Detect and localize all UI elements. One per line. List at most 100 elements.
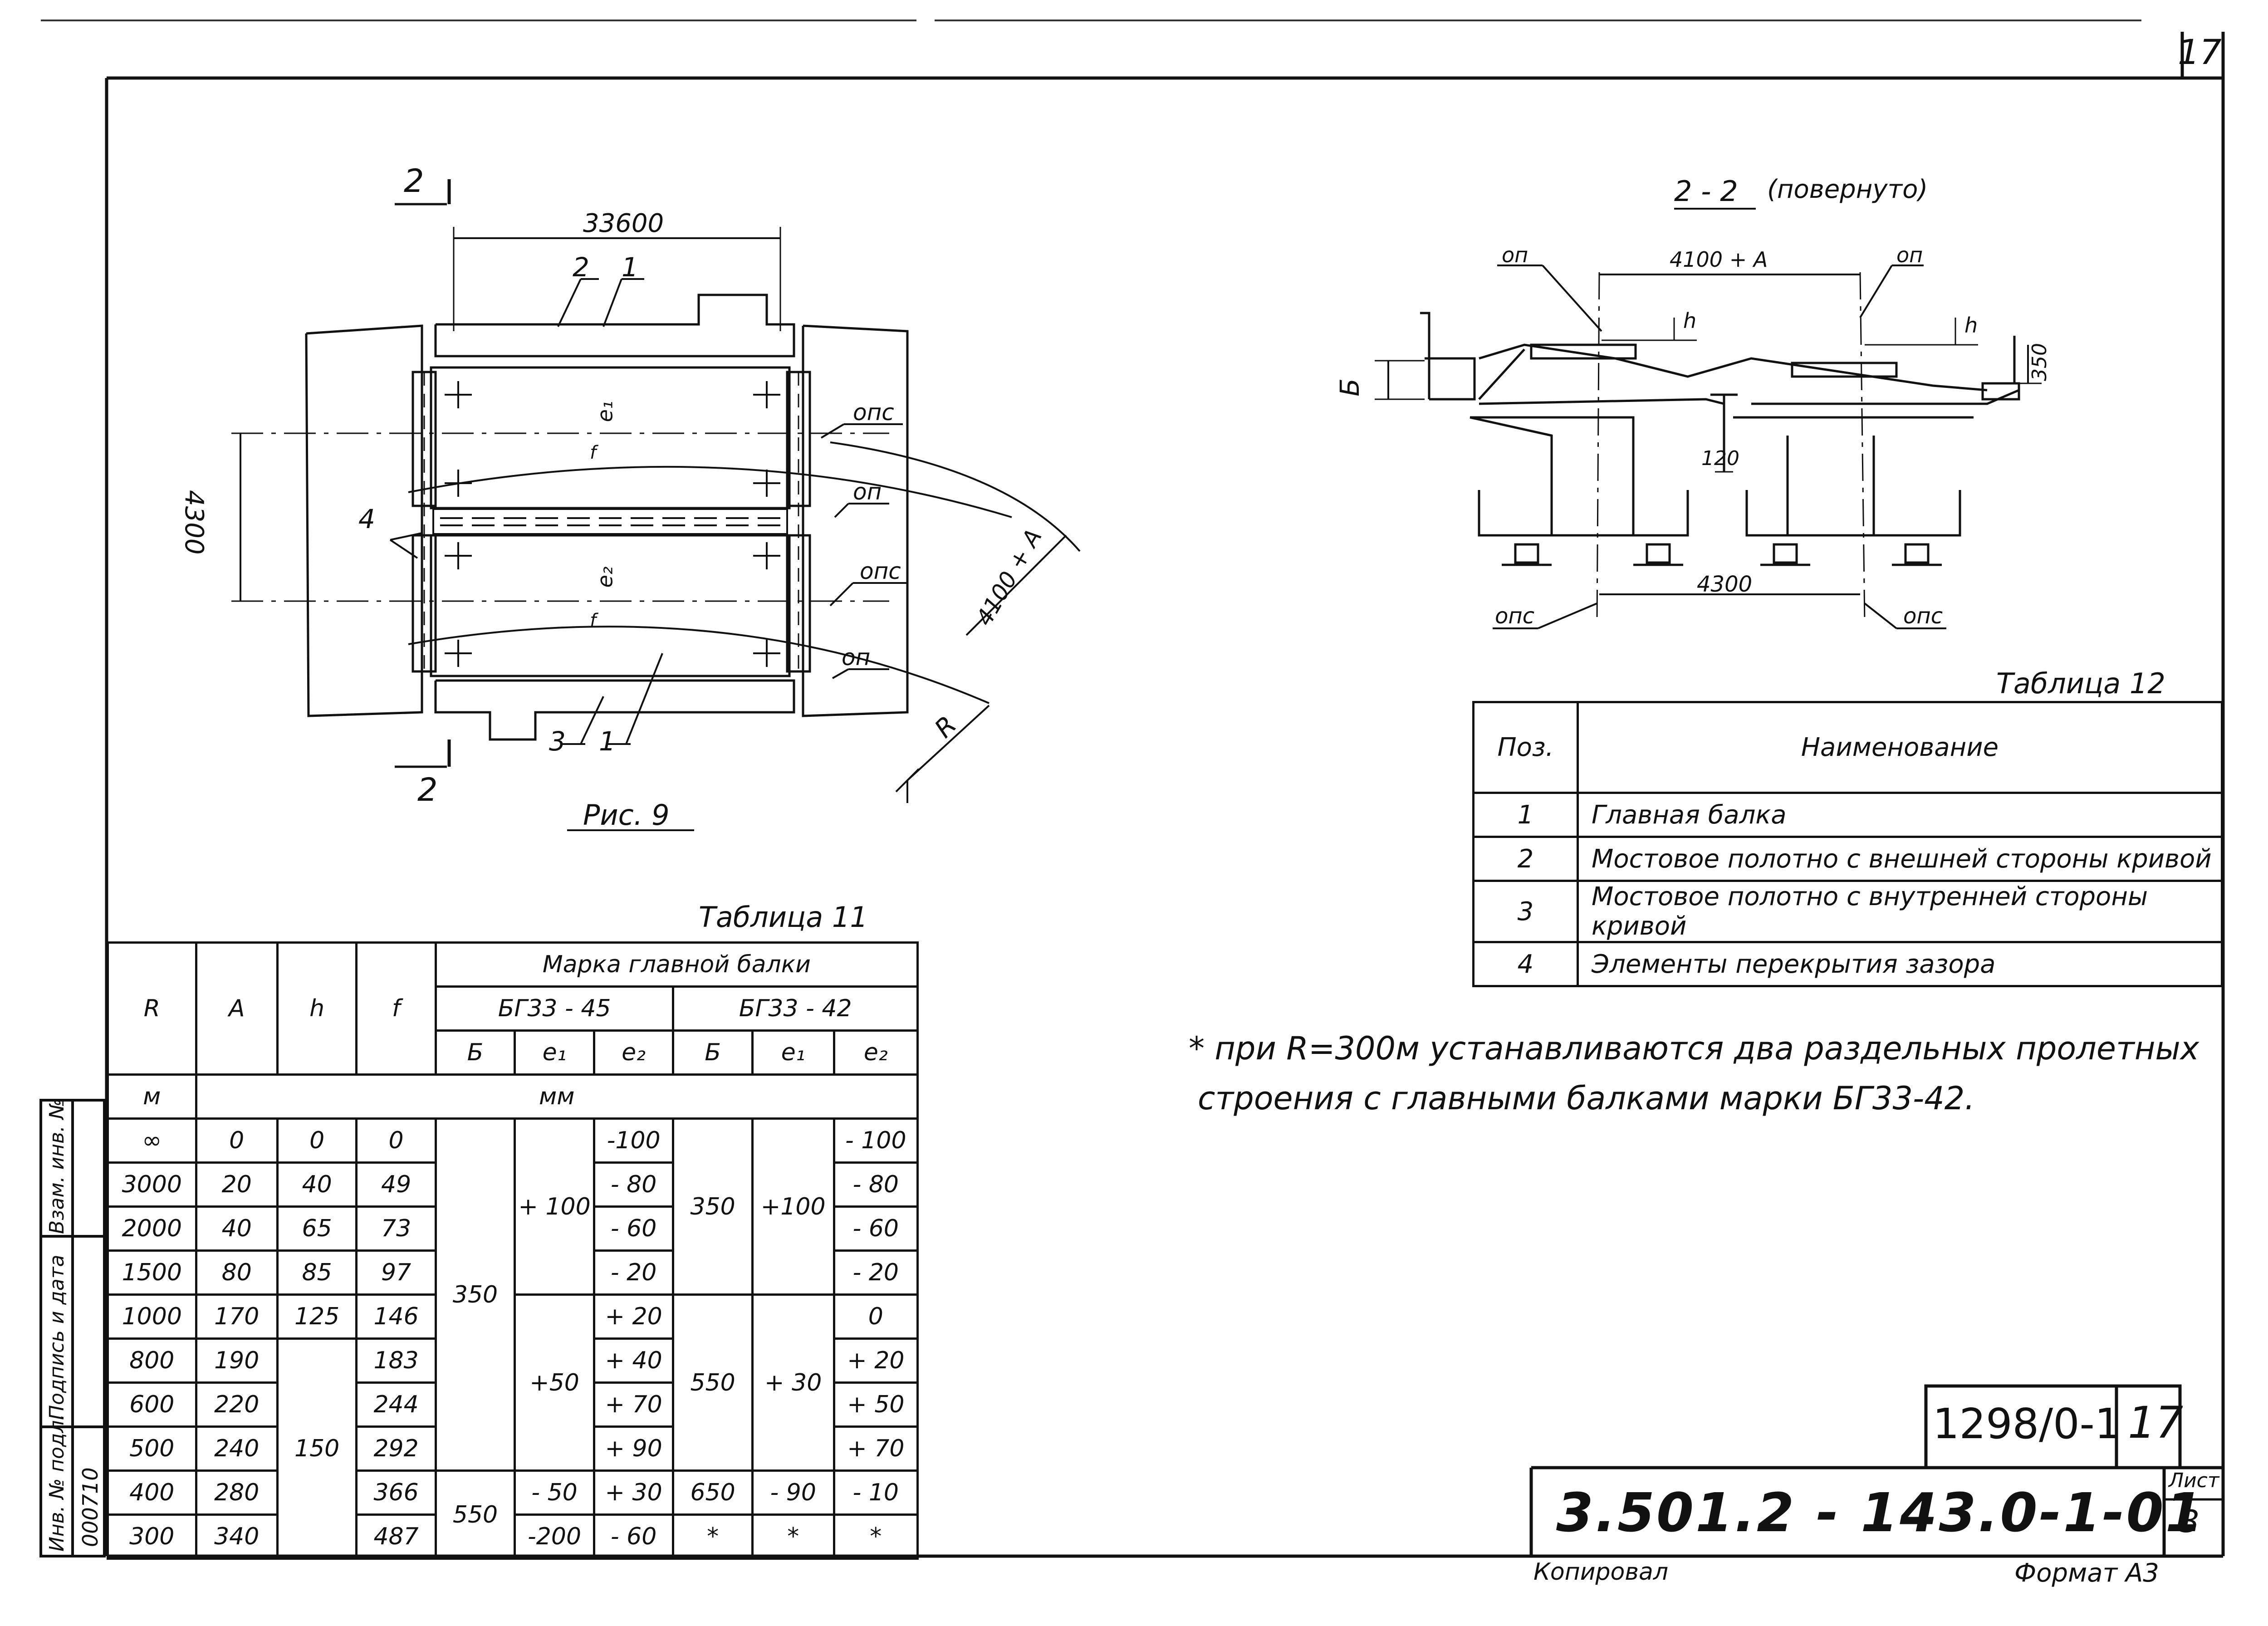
cell: 600 [107, 1381, 197, 1428]
header-sub: e₁ [514, 1029, 595, 1076]
lead-2: 2 [573, 252, 589, 283]
lead-3: 3 [549, 726, 566, 757]
f2-label: f [590, 610, 597, 631]
figure-9-plan [231, 179, 1081, 831]
cell: 400 [107, 1469, 197, 1516]
table-row: 1500 80 85 97 - 20 - 20 [107, 1249, 919, 1296]
cell: 1 [1472, 792, 1579, 838]
lead-4: 4 [358, 504, 375, 534]
cell: - 60 [593, 1513, 675, 1560]
section-dim-top: 4100 + А [1670, 247, 1768, 272]
section-subtitle: (повернуто) [1767, 175, 1928, 204]
cell: 550 [434, 1469, 516, 1560]
cell: - 80 [593, 1161, 675, 1208]
b-label: Б [1334, 378, 1365, 397]
cell: 0 [276, 1117, 358, 1164]
ops-label-2: опс [860, 558, 901, 584]
cell: - 20 [593, 1249, 675, 1296]
cell: -200 [514, 1513, 595, 1560]
cell: 280 [195, 1469, 279, 1516]
order-number: 1298/0-1 [1933, 1400, 2121, 1448]
cell: 350 [434, 1117, 516, 1472]
cell: + 100 [514, 1117, 595, 1296]
cell: + 70 [593, 1381, 675, 1428]
side-label-replace: Взам. инв. № [45, 1098, 69, 1234]
cell: + 40 [593, 1337, 675, 1384]
sheet-number-corner: 17 [2178, 32, 2222, 72]
dim-width: 4300 [179, 490, 209, 555]
h-left: h [1683, 309, 1697, 333]
cell: - 100 [833, 1117, 919, 1164]
cell: 240 [195, 1425, 279, 1472]
table-row: ∞ 0 0 0 350 + 100 -100 350 +100 - 100 [107, 1117, 919, 1472]
table-row: 3 Мостовое полотно с внутренней стороны … [1472, 880, 2223, 943]
side-label-inv: Инв. № подл. [45, 1414, 69, 1552]
header-sub: e₁ [751, 1029, 835, 1076]
cell: 3 [1472, 880, 1579, 943]
table12-title: Таблица 12 [1996, 667, 2165, 700]
note-line-2: строения с главными балками марки БГ33-4… [1198, 1080, 1975, 1117]
cell: 40 [276, 1161, 358, 1208]
cell: 49 [355, 1161, 437, 1208]
cell: 650 [672, 1469, 754, 1516]
e2-label: e₂ [593, 566, 617, 588]
table-row: БГ33 - 45 БГ33 - 42 [108, 985, 919, 1032]
section-2-2 [1375, 208, 2042, 629]
cell: 40 [195, 1205, 279, 1252]
title-block-lines [1529, 1384, 2223, 1556]
cell: 800 [107, 1337, 197, 1384]
h-right: h [1964, 313, 1978, 338]
cell: - 90 [751, 1469, 835, 1516]
format-label: Формат А3 [2014, 1558, 2159, 1588]
cell: 85 [276, 1249, 358, 1296]
cell: Мостовое полотно с внешней стороны криво… [1577, 836, 2223, 882]
dim-length: 33600 [583, 209, 664, 238]
cell: 65 [276, 1205, 358, 1252]
cell: 0 [833, 1293, 919, 1340]
table-row: Б e₁ e₂ Б e₁ e₂ [108, 1029, 919, 1076]
table11-title: Таблица 11 [699, 901, 868, 934]
header-f: f [355, 941, 437, 1076]
cell: 80 [195, 1249, 279, 1296]
cell: 2000 [107, 1205, 197, 1252]
header-name: Наименование [1577, 701, 2223, 794]
cell: ∞ [107, 1117, 197, 1164]
cell: - 50 [514, 1469, 595, 1516]
cut-label-top: 2 [404, 162, 424, 200]
cell: Элементы перекрытия зазора [1577, 941, 2223, 987]
cell: 97 [355, 1249, 437, 1296]
table-row: 2000 40 65 73 - 60 - 60 [107, 1205, 919, 1252]
lead-1-top: 1 [622, 252, 638, 283]
cell: 500 [107, 1425, 197, 1472]
header-pos: Поз. [1472, 701, 1579, 794]
header-group: Марка главной балки [434, 941, 919, 988]
cell: 73 [355, 1205, 437, 1252]
header-sub: Б [672, 1029, 754, 1076]
copied-label: Копировал [1533, 1558, 1669, 1586]
lead-1-bottom: 1 [599, 726, 616, 757]
cell: - 60 [833, 1205, 919, 1252]
op-left: оп [1502, 243, 1528, 267]
header-mark-1: БГ33 - 45 [434, 985, 675, 1032]
cell: + 90 [593, 1425, 675, 1472]
header-a: А [195, 941, 279, 1076]
side-label-signature: Подпись и дата [45, 1254, 69, 1420]
note-line-1: * при R=300м устанавливаются два раздель… [1189, 1030, 2199, 1067]
cell: 292 [355, 1425, 437, 1472]
cell: 220 [195, 1381, 279, 1428]
cell: 487 [355, 1513, 437, 1560]
cell: * [672, 1513, 754, 1560]
cell: 366 [355, 1469, 437, 1516]
table-row: Поз. Наименование [1472, 701, 2223, 794]
table-11: R А h f Марка главной балки БГ33 - 45 БГ… [107, 941, 919, 1560]
cell: +50 [514, 1293, 595, 1472]
header-mark-2: БГ33 - 42 [672, 985, 919, 1032]
op-label-1: оп [853, 479, 882, 505]
cell: + 70 [833, 1425, 919, 1472]
header-sub: e₂ [593, 1029, 675, 1076]
op-right: оп [1896, 243, 1923, 267]
dim-4300: 4300 [1697, 572, 1753, 597]
cell: 183 [355, 1337, 437, 1384]
table-row: 400 280 366 550 - 50 + 30 650 - 90 - 10 [107, 1469, 919, 1560]
cell: 146 [355, 1293, 437, 1340]
